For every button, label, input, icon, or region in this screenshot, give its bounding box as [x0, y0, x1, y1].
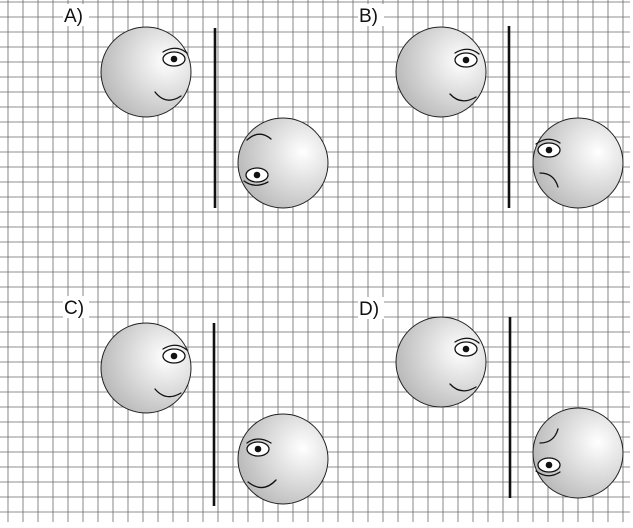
panel-a-label: A)	[64, 6, 83, 27]
face-a-object	[100, 26, 192, 118]
face-circle	[237, 117, 329, 209]
pupil	[170, 352, 178, 360]
face-c-object	[100, 322, 192, 414]
face-b-object	[395, 26, 487, 118]
smile-mouth	[449, 93, 477, 102]
eyebrow	[246, 438, 272, 444]
panel-b: B)	[358, 4, 624, 209]
panel-b-label: B)	[359, 6, 378, 27]
eyebrow	[162, 47, 188, 54]
face-circle	[532, 407, 624, 499]
panel-d: D)	[358, 297, 624, 499]
face-circle	[237, 413, 329, 505]
face-circle	[100, 26, 192, 118]
pupil	[170, 55, 178, 63]
panel-d-label: D)	[359, 299, 379, 320]
pupil	[545, 146, 553, 154]
smile-mouth	[154, 388, 182, 398]
face-d-image	[532, 407, 624, 499]
face-d-object	[395, 316, 487, 408]
face-circle	[395, 26, 487, 118]
eyebrow	[535, 138, 561, 145]
eyebrow	[162, 344, 188, 351]
panel-a-label-bg	[63, 4, 89, 26]
smile-mouth	[449, 383, 477, 392]
panel-b-label-bg	[358, 4, 384, 26]
upside-down-mouth	[246, 133, 272, 141]
pupil	[462, 56, 470, 64]
panel-c-label-bg	[63, 296, 89, 318]
eyebrow	[535, 470, 561, 477]
pupil	[545, 461, 553, 469]
panel-c: C)	[63, 296, 329, 506]
face-circle	[100, 322, 192, 414]
pupil	[254, 445, 262, 453]
face-c-image	[237, 413, 329, 505]
eyebrow	[454, 337, 480, 344]
eyebrow	[243, 180, 269, 186]
frown-mouth	[539, 172, 559, 188]
panel-d-label-bg	[358, 297, 384, 319]
pupil	[462, 345, 470, 353]
face-circle	[395, 316, 487, 408]
pupil	[253, 171, 261, 179]
panel-c-label: C)	[64, 298, 84, 319]
smile-mouth	[247, 479, 277, 489]
face-b-image	[532, 117, 624, 209]
eyebrow	[454, 48, 480, 55]
face-a-image	[237, 117, 329, 209]
smile-mouth	[154, 91, 182, 101]
face-circle	[532, 117, 624, 209]
curved-mouth	[539, 428, 559, 444]
panel-a: A)	[63, 4, 329, 209]
